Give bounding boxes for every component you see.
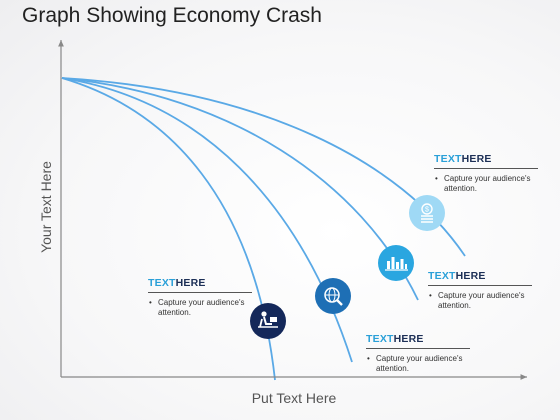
callout-4: TEXTHERE Capture your audience's attenti… [434,153,538,194]
callout-bullet: Capture your audience's attention. [148,298,252,318]
x-axis-label: Put Text Here [251,390,337,406]
series-line-4 [61,77,466,257]
callout-title: TEXTHERE [148,277,252,293]
series-marker-1 [250,303,286,339]
callout-bullet: Capture your audience's attention. [366,354,470,374]
callout-title: TEXTHERE [434,153,538,169]
marker-circle [315,278,351,314]
y-axis-label: Your Text Here [38,161,54,253]
svg-text:$: $ [425,207,429,214]
callout-2: TEXTHERE Capture your audience's attenti… [366,333,470,374]
series-marker-4: $ [409,195,445,231]
bar-chart-icon [385,257,408,271]
series-marker-2 [315,278,351,314]
globe-search-icon [324,287,343,306]
page-title: Graph Showing Economy Crash [22,4,322,27]
callout-title: TEXTHERE [428,270,532,286]
marker-circle [250,303,286,339]
callout-bullet: Capture your audience's attention. [434,174,538,194]
callout-title: TEXTHERE [366,333,470,349]
series-line-3 [61,77,419,301]
callout-3: TEXTHERE Capture your audience's attenti… [428,270,532,311]
marker-circle [409,195,445,231]
person-at-desk-icon [258,311,278,328]
series-line-2 [61,77,353,363]
series-marker-3 [378,245,414,281]
coin-stack-icon: $ [421,203,433,223]
callout-bullet: Capture your audience's attention. [428,291,532,311]
callout-1: TEXTHERE Capture your audience's attenti… [148,277,252,318]
series-line-1 [61,77,276,381]
markers-group: $ [250,195,445,339]
